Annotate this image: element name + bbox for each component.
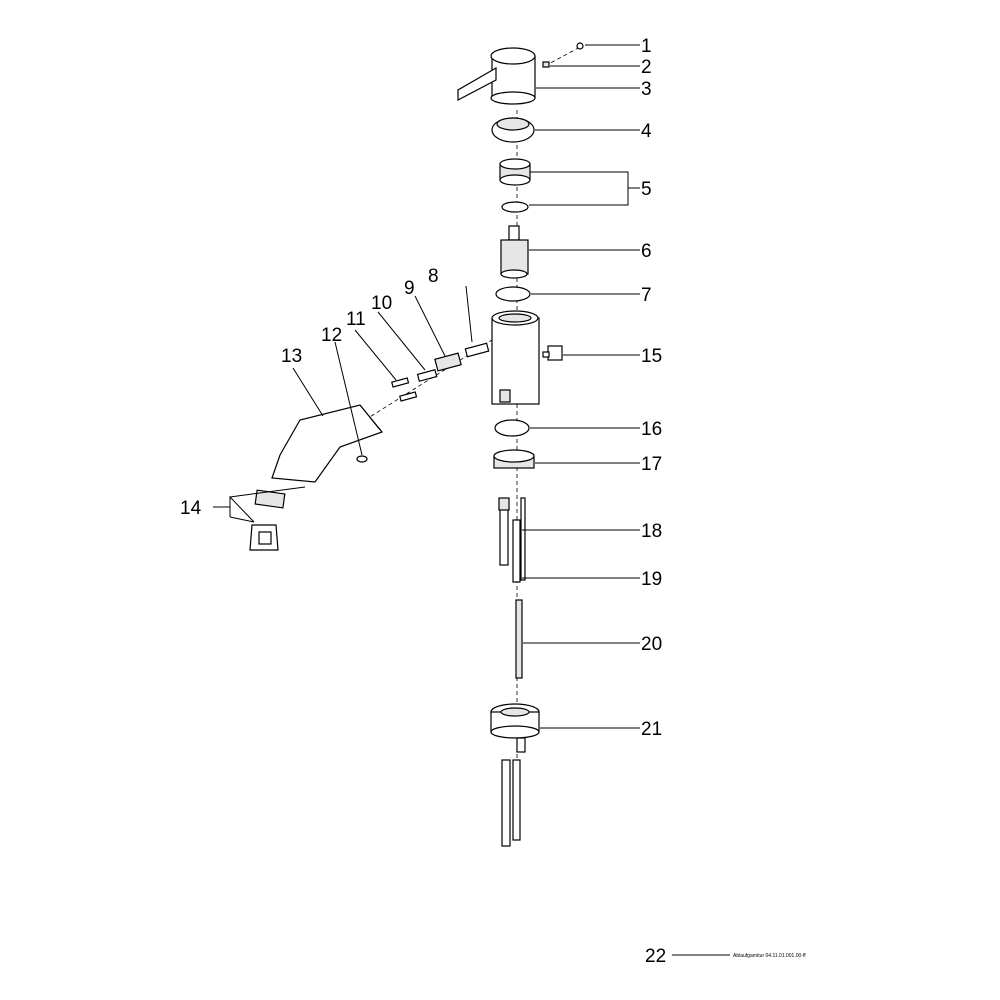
- callout-10: 10: [371, 293, 392, 314]
- part-15-body: [491, 310, 563, 405]
- callout-12: 12: [321, 325, 342, 346]
- part-10-washer-plate: [416, 369, 438, 382]
- callout-19: 19: [641, 569, 662, 590]
- callout-8: 8: [428, 266, 439, 287]
- callout-16: 16: [641, 419, 662, 440]
- callout-15: 15: [641, 346, 662, 367]
- part-9-clamp: [434, 352, 462, 372]
- part-3-lever-handle: [457, 47, 536, 105]
- part-14-aerator-and-key: [249, 489, 286, 551]
- part-5-nut-and-oring: [499, 158, 531, 213]
- part-19-hose: [512, 497, 526, 583]
- part-12-screw: [356, 455, 368, 463]
- callout-4: 4: [641, 121, 652, 142]
- callout-6: 6: [641, 241, 652, 262]
- part-21-mounting-flange: [490, 703, 540, 847]
- callout-7: 7: [641, 285, 652, 306]
- part-22-description: Ablaufgarnitur 04.11.01.001.00-ff: [733, 953, 806, 959]
- callout-11: 11: [346, 309, 366, 330]
- part-4-cover-cap: [491, 117, 535, 143]
- callout-13: 13: [281, 346, 302, 367]
- part-20-threaded-rod: [515, 599, 523, 679]
- part-16-oring: [494, 419, 530, 437]
- part-2-grub-screw: [542, 61, 550, 68]
- callout-9: 9: [404, 278, 415, 299]
- callout-2: 2: [641, 57, 652, 78]
- top-screw-axis: [544, 46, 581, 67]
- part-18-hose: [498, 497, 510, 566]
- part-11-screws: [391, 377, 418, 402]
- callout-5: 5: [641, 179, 652, 200]
- part-7-oring: [495, 286, 531, 302]
- callout-17: 17: [641, 454, 662, 475]
- part-6-cartridge: [500, 225, 529, 279]
- part-8-plate: [464, 342, 490, 358]
- callout-14: 14: [180, 498, 202, 519]
- part-1-nut: [576, 42, 584, 50]
- callout-18: 18: [641, 521, 662, 542]
- callout-22: 22: [645, 946, 666, 967]
- part-13-spout: [271, 404, 384, 483]
- callout-20: 20: [641, 634, 662, 655]
- callout-3: 3: [641, 79, 652, 100]
- part-17-threaded-ring: [493, 449, 535, 469]
- callout-1: 1: [641, 36, 652, 57]
- callout-21: 21: [641, 719, 662, 740]
